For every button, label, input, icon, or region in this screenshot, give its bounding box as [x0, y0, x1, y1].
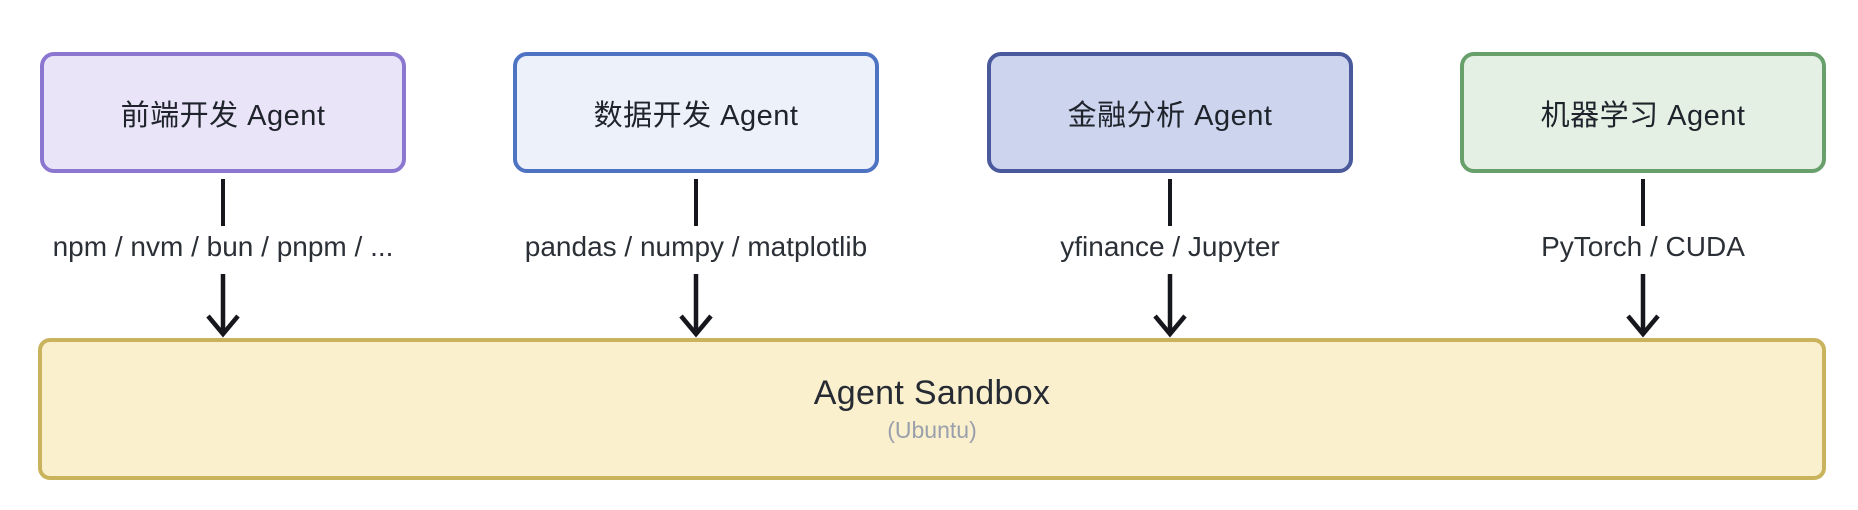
arrow-down-data-icon	[674, 274, 718, 338]
node-finance-agent: 金融分析 Agent	[987, 52, 1353, 173]
edge-label-finance-tools: yfinance / Jupyter	[1060, 231, 1280, 262]
edge-label-frontend-tools: npm / nvm / bun / pnpm / ...	[52, 231, 394, 262]
node-agent-sandbox: Agent Sandbox (Ubuntu)	[38, 338, 1826, 480]
arrow-down-finance-icon	[1148, 274, 1192, 338]
node-data-agent: 数据开发 Agent	[513, 52, 879, 173]
node-ml-agent-label: 机器学习 Agent	[1540, 99, 1746, 132]
arrow-segment-frontend	[221, 179, 225, 226]
arrow-segment-finance	[1168, 179, 1172, 226]
node-frontend-agent-label: 前端开发 Agent	[120, 99, 326, 132]
arrow-down-frontend-icon	[201, 274, 245, 338]
arrow-down-ml-icon	[1621, 274, 1665, 338]
sandbox-subtitle: (Ubuntu)	[887, 417, 977, 443]
edge-label-data-tools: pandas / numpy / matplotlib	[524, 231, 868, 262]
node-data-agent-label: 数据开发 Agent	[593, 99, 799, 132]
arrow-segment-data	[694, 179, 698, 226]
edge-label-ml-tools: PyTorch / CUDA	[1541, 231, 1745, 262]
sandbox-title: Agent Sandbox	[813, 374, 1051, 412]
node-frontend-agent: 前端开发 Agent	[40, 52, 406, 173]
arrow-segment-ml	[1641, 179, 1645, 226]
node-finance-agent-label: 金融分析 Agent	[1067, 99, 1273, 132]
node-ml-agent: 机器学习 Agent	[1460, 52, 1826, 173]
